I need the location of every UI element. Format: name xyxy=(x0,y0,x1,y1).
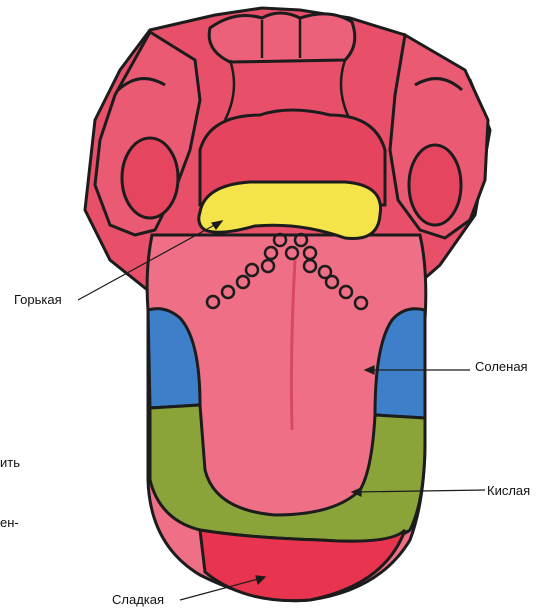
right-tonsil xyxy=(409,145,461,225)
left-tonsil xyxy=(122,138,178,218)
side-text-fragment: ен- xyxy=(0,515,19,530)
salty-label: Соленая xyxy=(475,359,528,374)
bitter-label: Горькая xyxy=(14,292,62,307)
sweet-zone xyxy=(200,530,405,601)
sweet-label: Сладкая xyxy=(112,592,164,607)
throat-opening xyxy=(209,13,355,62)
sour-label: Кислая xyxy=(487,483,530,498)
side-text-fragment: ить xyxy=(0,455,20,470)
